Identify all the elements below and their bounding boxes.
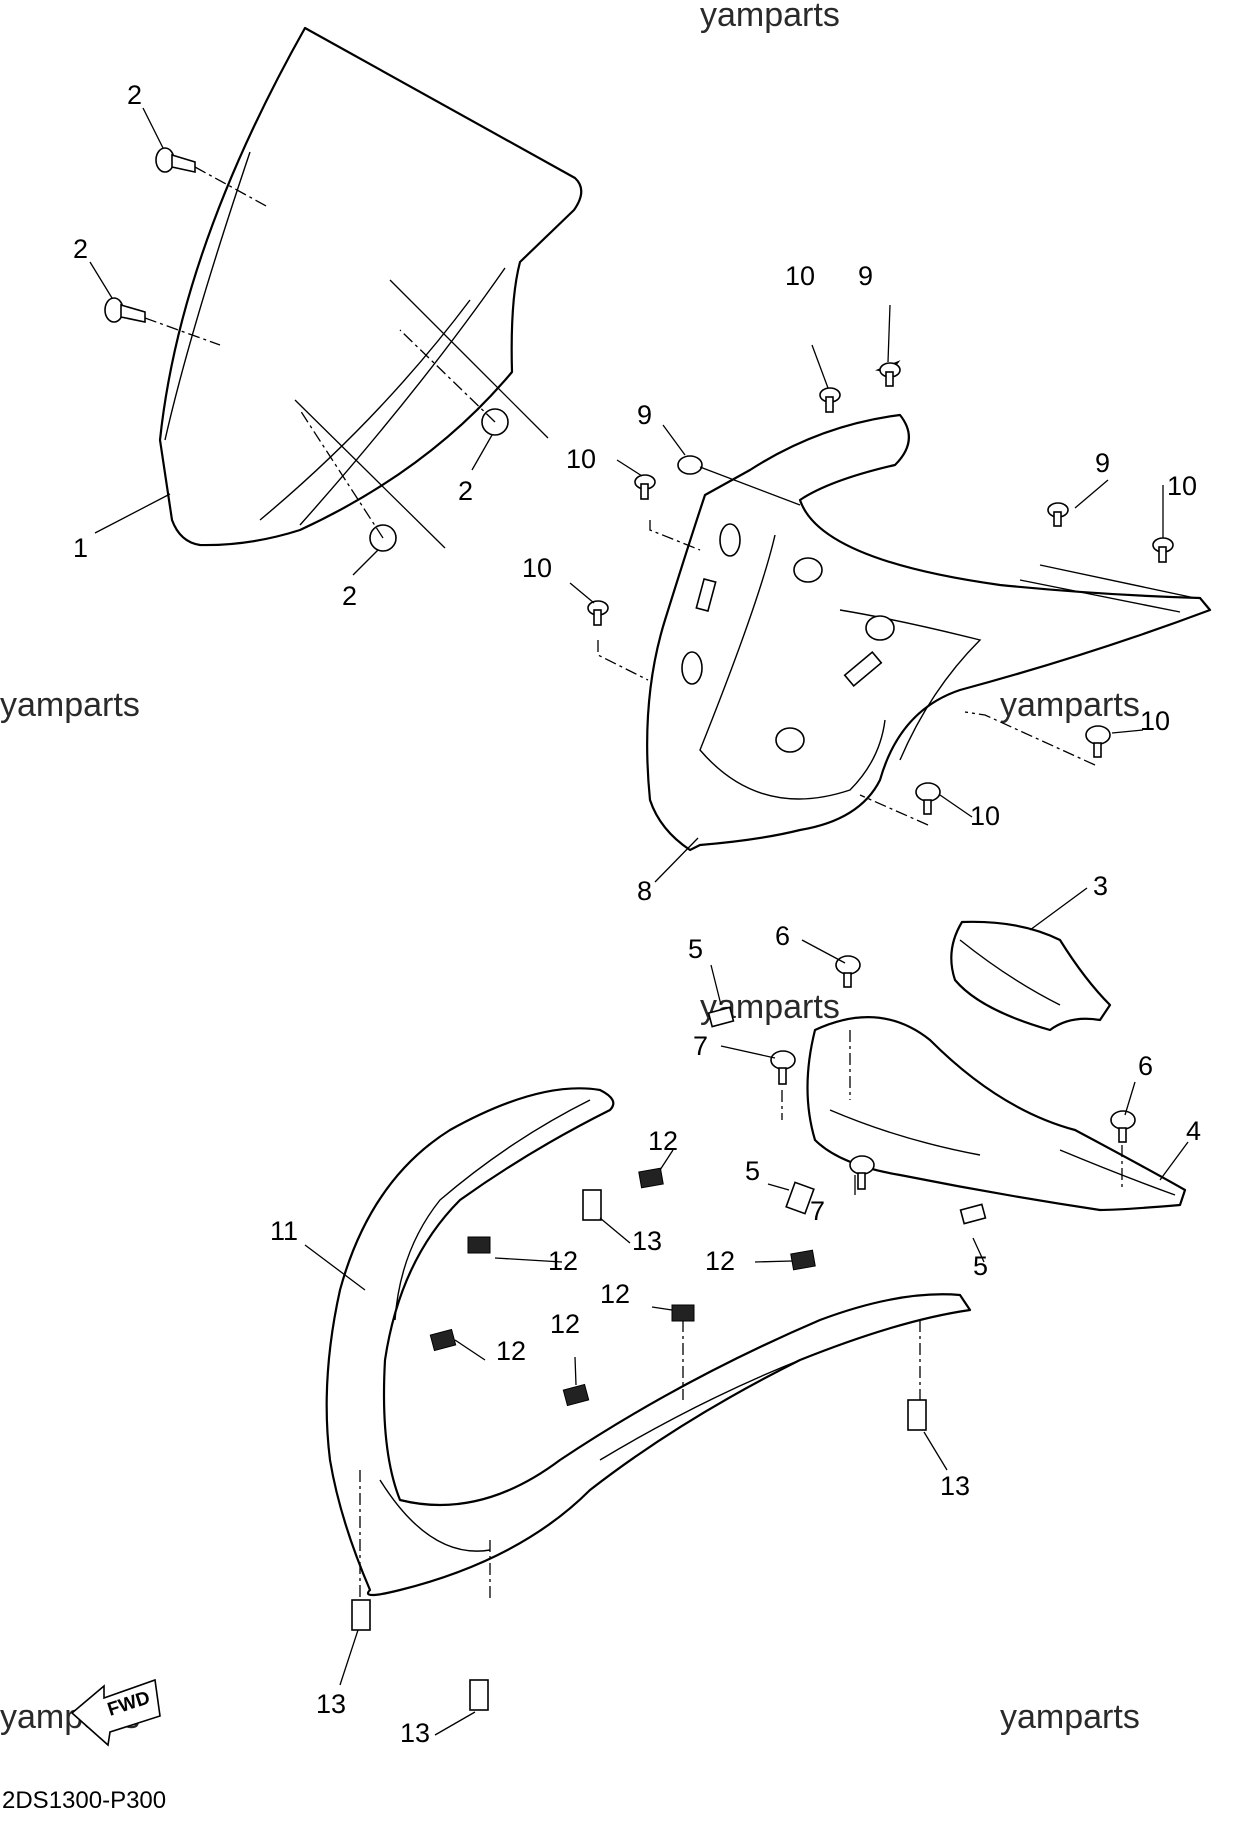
callout-12: 12	[705, 1246, 735, 1276]
watermark-top: yamparts	[700, 0, 840, 34]
part-3-inner-panel	[950, 920, 1112, 1032]
callout-11: 11	[270, 1216, 298, 1246]
callout-12: 12	[548, 1246, 578, 1276]
part-10-screw-b	[634, 474, 701, 551]
diagram-code: 2DS1300-P300	[2, 1787, 166, 1814]
callout-12: 12	[550, 1309, 580, 1339]
part-13-clip-b	[907, 1399, 927, 1431]
part-10-screw-f	[859, 782, 941, 826]
part-9-screw-c	[1047, 502, 1069, 527]
part-8-front-cover	[646, 413, 1212, 852]
part-9-screw-a	[677, 455, 801, 506]
part-2-screw-top	[155, 147, 269, 208]
watermark-left: yamparts	[0, 686, 140, 724]
callout-13: 13	[400, 1718, 430, 1748]
part-10-screw-a	[819, 387, 841, 413]
callout-2: 2	[73, 234, 88, 264]
callout-7: 7	[693, 1031, 708, 1061]
part-10-screw-d	[1152, 537, 1174, 563]
part-12-nut-e	[429, 1328, 457, 1352]
fwd-arrow: FWD	[70, 1678, 161, 1747]
callout-8: 8	[637, 876, 652, 906]
part-12-nut-f	[562, 1383, 590, 1407]
part-9-screw-b	[875, 360, 901, 387]
part-2-grommet-bottom	[294, 399, 446, 552]
callout-7: 7	[810, 1196, 825, 1226]
watermark-right: yamparts	[1000, 686, 1140, 724]
part-7-bolt-a	[770, 1050, 796, 1120]
part-10-screw-c	[587, 600, 649, 681]
callout-13: 13	[632, 1226, 662, 1256]
callout-5: 5	[973, 1251, 988, 1281]
callout-10: 10	[785, 261, 815, 291]
part-5-clip-a	[707, 1006, 735, 1028]
callout-9: 9	[858, 261, 873, 291]
callout-13: 13	[940, 1471, 970, 1501]
part-2-screw-mid	[104, 297, 221, 346]
callout-3: 3	[1093, 871, 1108, 901]
callout-10: 10	[970, 801, 1000, 831]
callout-2: 2	[127, 80, 142, 110]
callout-4: 4	[1186, 1116, 1201, 1146]
callout-12: 12	[496, 1336, 526, 1366]
callout-labels: 2 2 1 2 2 10 9 9 10 9 10 10 10 10 8 3 5 …	[73, 80, 1201, 1748]
callout-1: 1	[73, 533, 88, 563]
watermark-bottom-right: yamparts	[1000, 1698, 1140, 1736]
callout-5: 5	[745, 1156, 760, 1186]
part-2-grommet-right	[389, 279, 549, 439]
part-6-screw-b	[1110, 1110, 1136, 1190]
leader-lines	[89, 107, 1189, 1736]
callout-9: 9	[1095, 448, 1110, 478]
part-5-clip-b	[785, 1181, 815, 1215]
callout-12: 12	[648, 1126, 678, 1156]
callout-13: 13	[316, 1689, 346, 1719]
callout-6: 6	[1138, 1051, 1153, 1081]
part-12-nut-d	[671, 1304, 695, 1322]
part-12-nut-b	[467, 1236, 491, 1254]
callout-10: 10	[1140, 706, 1170, 736]
part-12-nut-c	[790, 1249, 816, 1271]
part-13-clip-a	[582, 1189, 602, 1221]
part-11-lower-cover	[325, 1087, 972, 1600]
callout-6: 6	[775, 921, 790, 951]
callout-2: 2	[342, 581, 357, 611]
callout-10: 10	[522, 553, 552, 583]
part-4-inner-panel	[806, 1016, 1187, 1212]
callout-5: 5	[688, 934, 703, 964]
callout-9: 9	[637, 400, 652, 430]
part-13-clip-d	[469, 1679, 489, 1711]
part-1-windshield	[158, 26, 583, 547]
part-6-screw-a	[835, 955, 861, 988]
callout-10: 10	[566, 444, 596, 474]
callout-12: 12	[600, 1279, 630, 1309]
part-5-clip-c	[959, 1203, 987, 1225]
part-13-clip-c	[351, 1599, 371, 1631]
callout-10: 10	[1167, 471, 1197, 501]
callout-2: 2	[458, 476, 473, 506]
part-10-screw-e	[964, 711, 1111, 766]
part-7-bolt-b	[849, 1155, 875, 1190]
part-12-nut-a	[638, 1167, 664, 1189]
